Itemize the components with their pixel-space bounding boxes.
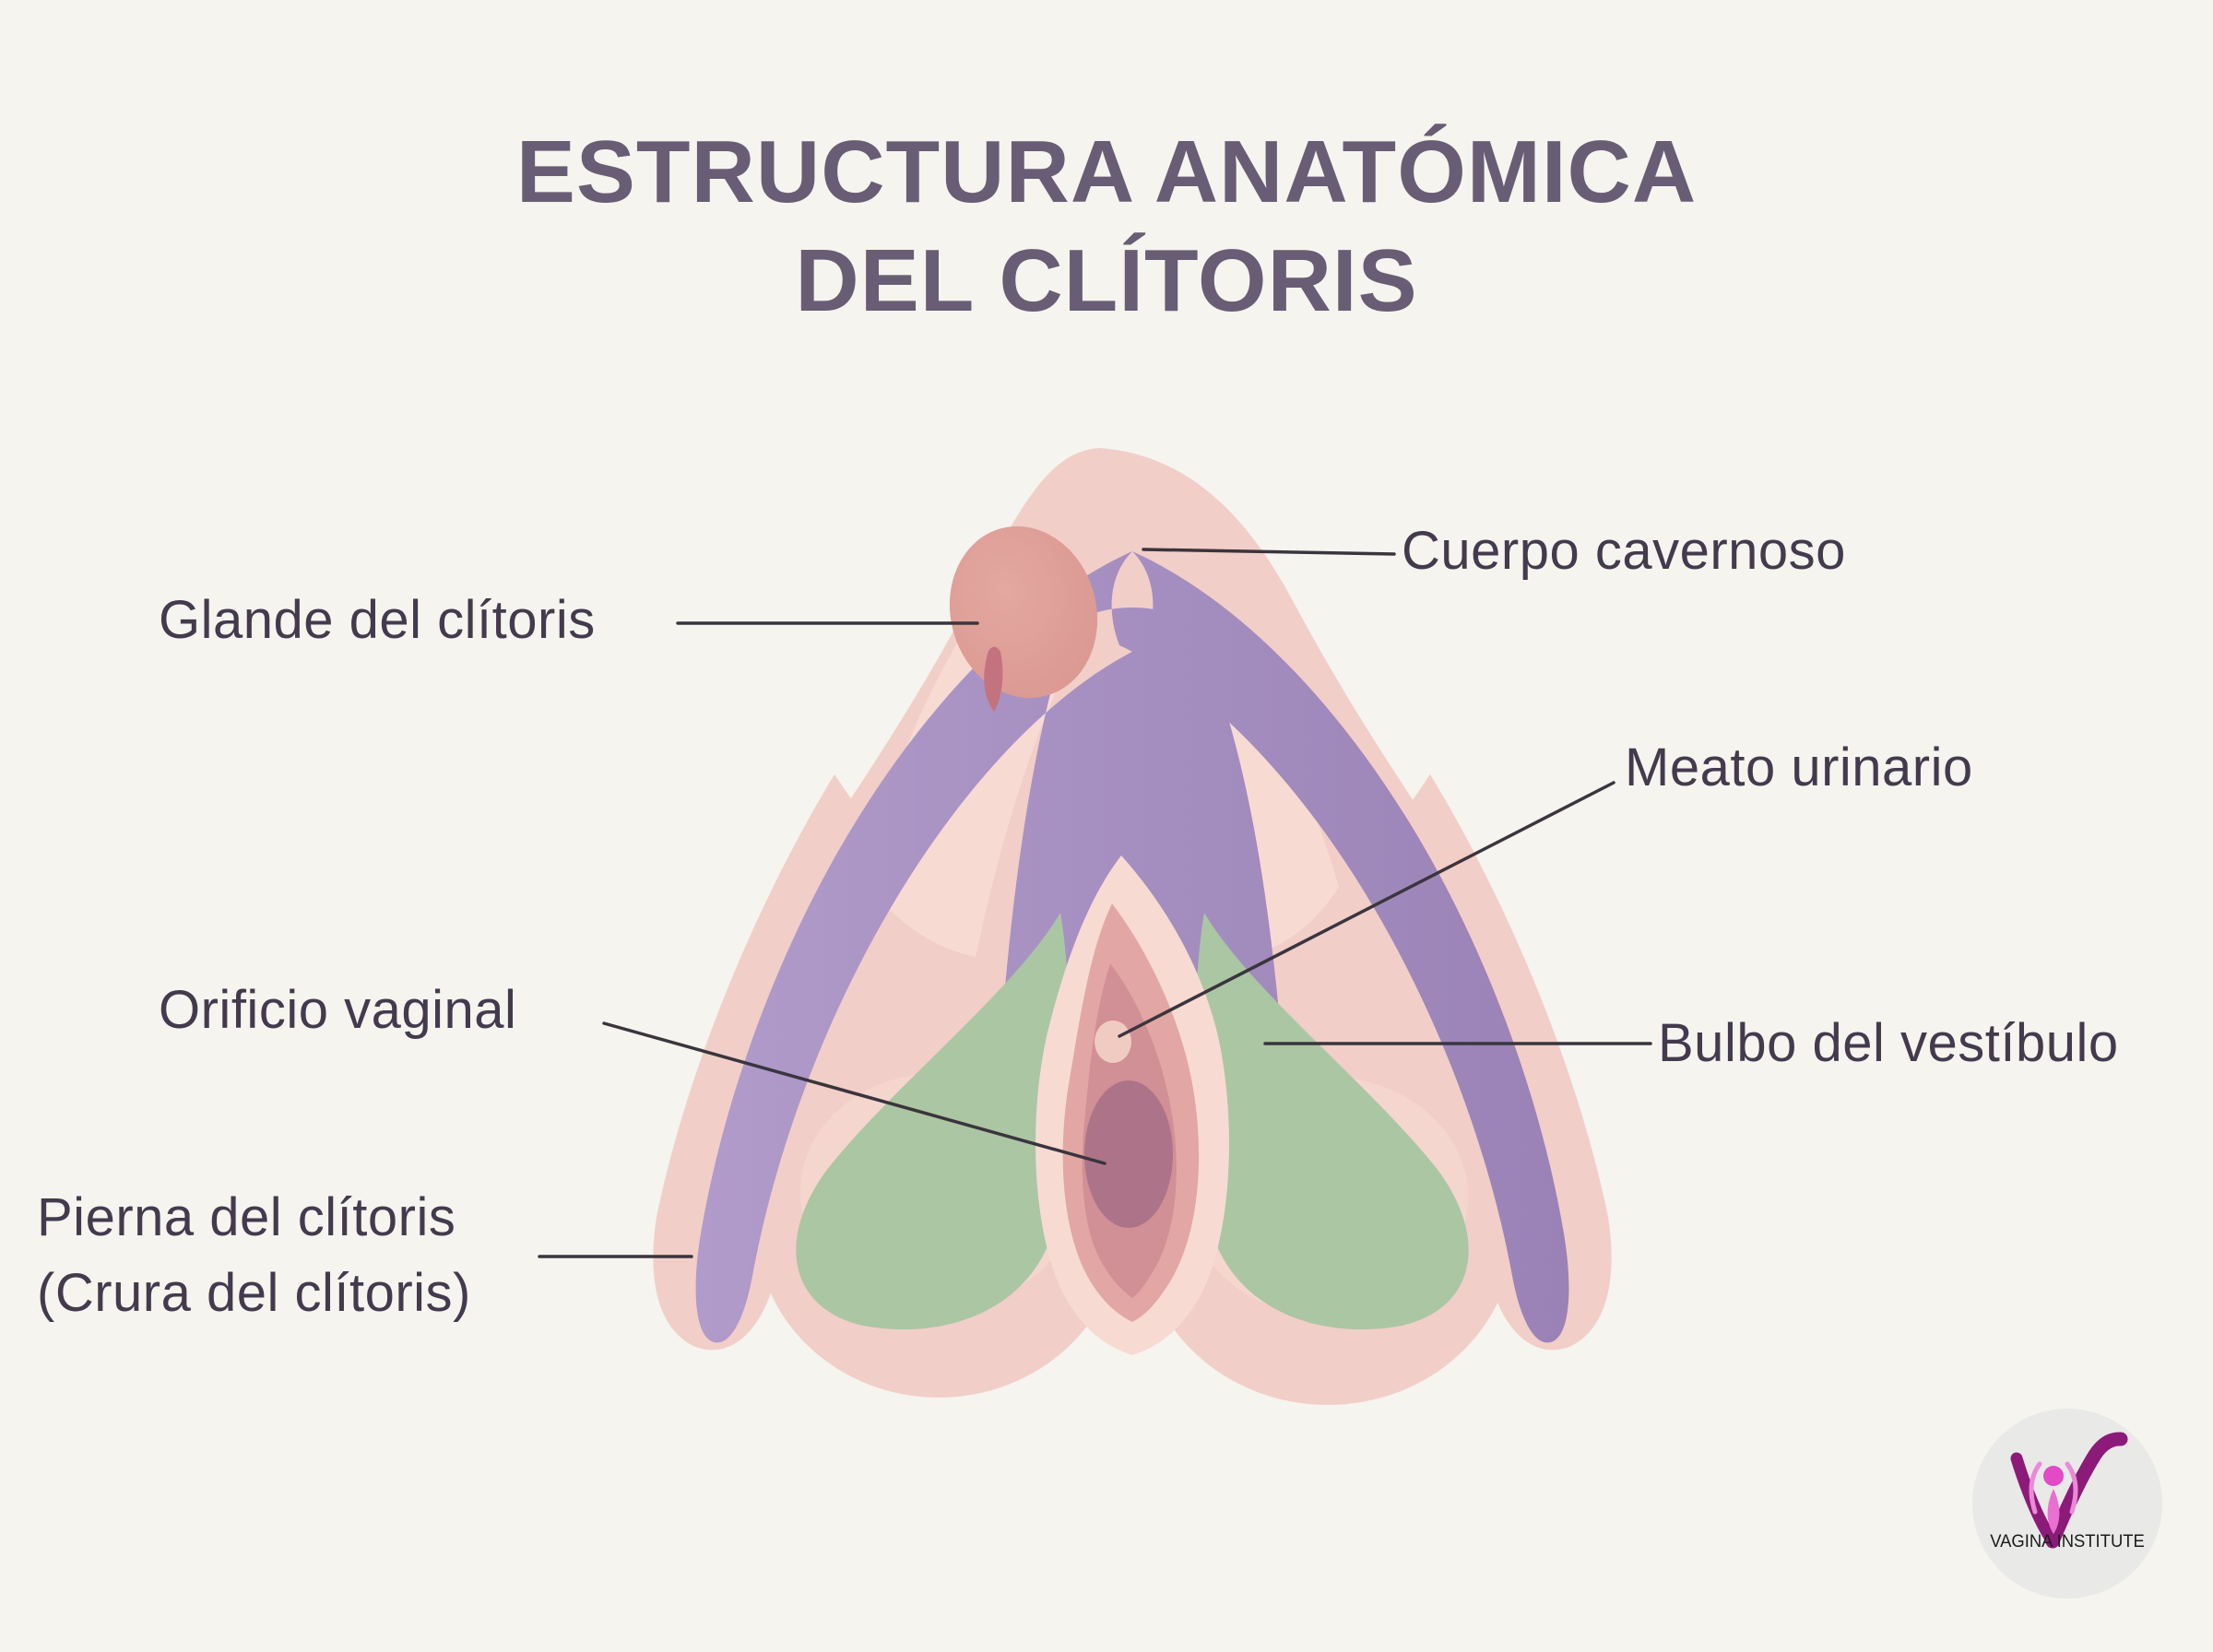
left-vestibular-bulb-shape xyxy=(796,913,1070,1330)
leader-line-orificio xyxy=(602,1021,1106,1165)
vaginal-orifice-shape xyxy=(1084,1080,1173,1228)
logo-figure-body xyxy=(2047,1489,2060,1534)
page-title-line1: ESTRUCTURA ANATÓMICA xyxy=(515,123,1698,221)
label-pierna-del-clitoris: Pierna del clítoris (Crura del clítoris) xyxy=(37,1180,471,1331)
label-orificio-vaginal: Orificio vaginal xyxy=(159,980,517,1040)
logo-figure-head xyxy=(2043,1466,2064,1486)
right-vestibular-bulb-shape xyxy=(1195,913,1469,1330)
label-meato-urinario: Meato urinario xyxy=(1625,738,1973,797)
label-pierna-line1: Pierna del clítoris xyxy=(37,1187,456,1247)
urinary-meatus-shape xyxy=(1095,1021,1131,1063)
logo-wordmark: VAGINA INSTITUTE xyxy=(1990,1532,2145,1552)
label-bulbo-del-vestibulo: Bulbo del vestíbulo xyxy=(1658,1013,2119,1073)
vagina-institute-logo xyxy=(1972,1409,2162,1599)
leader-line-cuerpo xyxy=(1142,548,1396,556)
glans-slit xyxy=(984,646,1003,712)
glans-shape xyxy=(949,525,1098,699)
label-cuerpo-cavernoso: Cuerpo cavernoso xyxy=(1402,521,1846,581)
leader-line-meato xyxy=(1118,781,1615,1038)
label-glande-del-clitoris: Glande del clítoris xyxy=(159,590,596,650)
logo-figure-arm-left xyxy=(2029,1461,2042,1515)
label-pierna-line2: (Crura del clítoris) xyxy=(37,1263,471,1323)
page-title: ESTRUCTURA ANATÓMICA DEL CLÍTORIS xyxy=(0,118,2213,336)
page-title-line2: DEL CLÍTORIS xyxy=(795,231,1418,330)
leader-lines xyxy=(538,548,1652,1258)
logo-figure-arm-right xyxy=(2065,1461,2078,1515)
logo-v-icon-right xyxy=(2045,1432,2128,1549)
